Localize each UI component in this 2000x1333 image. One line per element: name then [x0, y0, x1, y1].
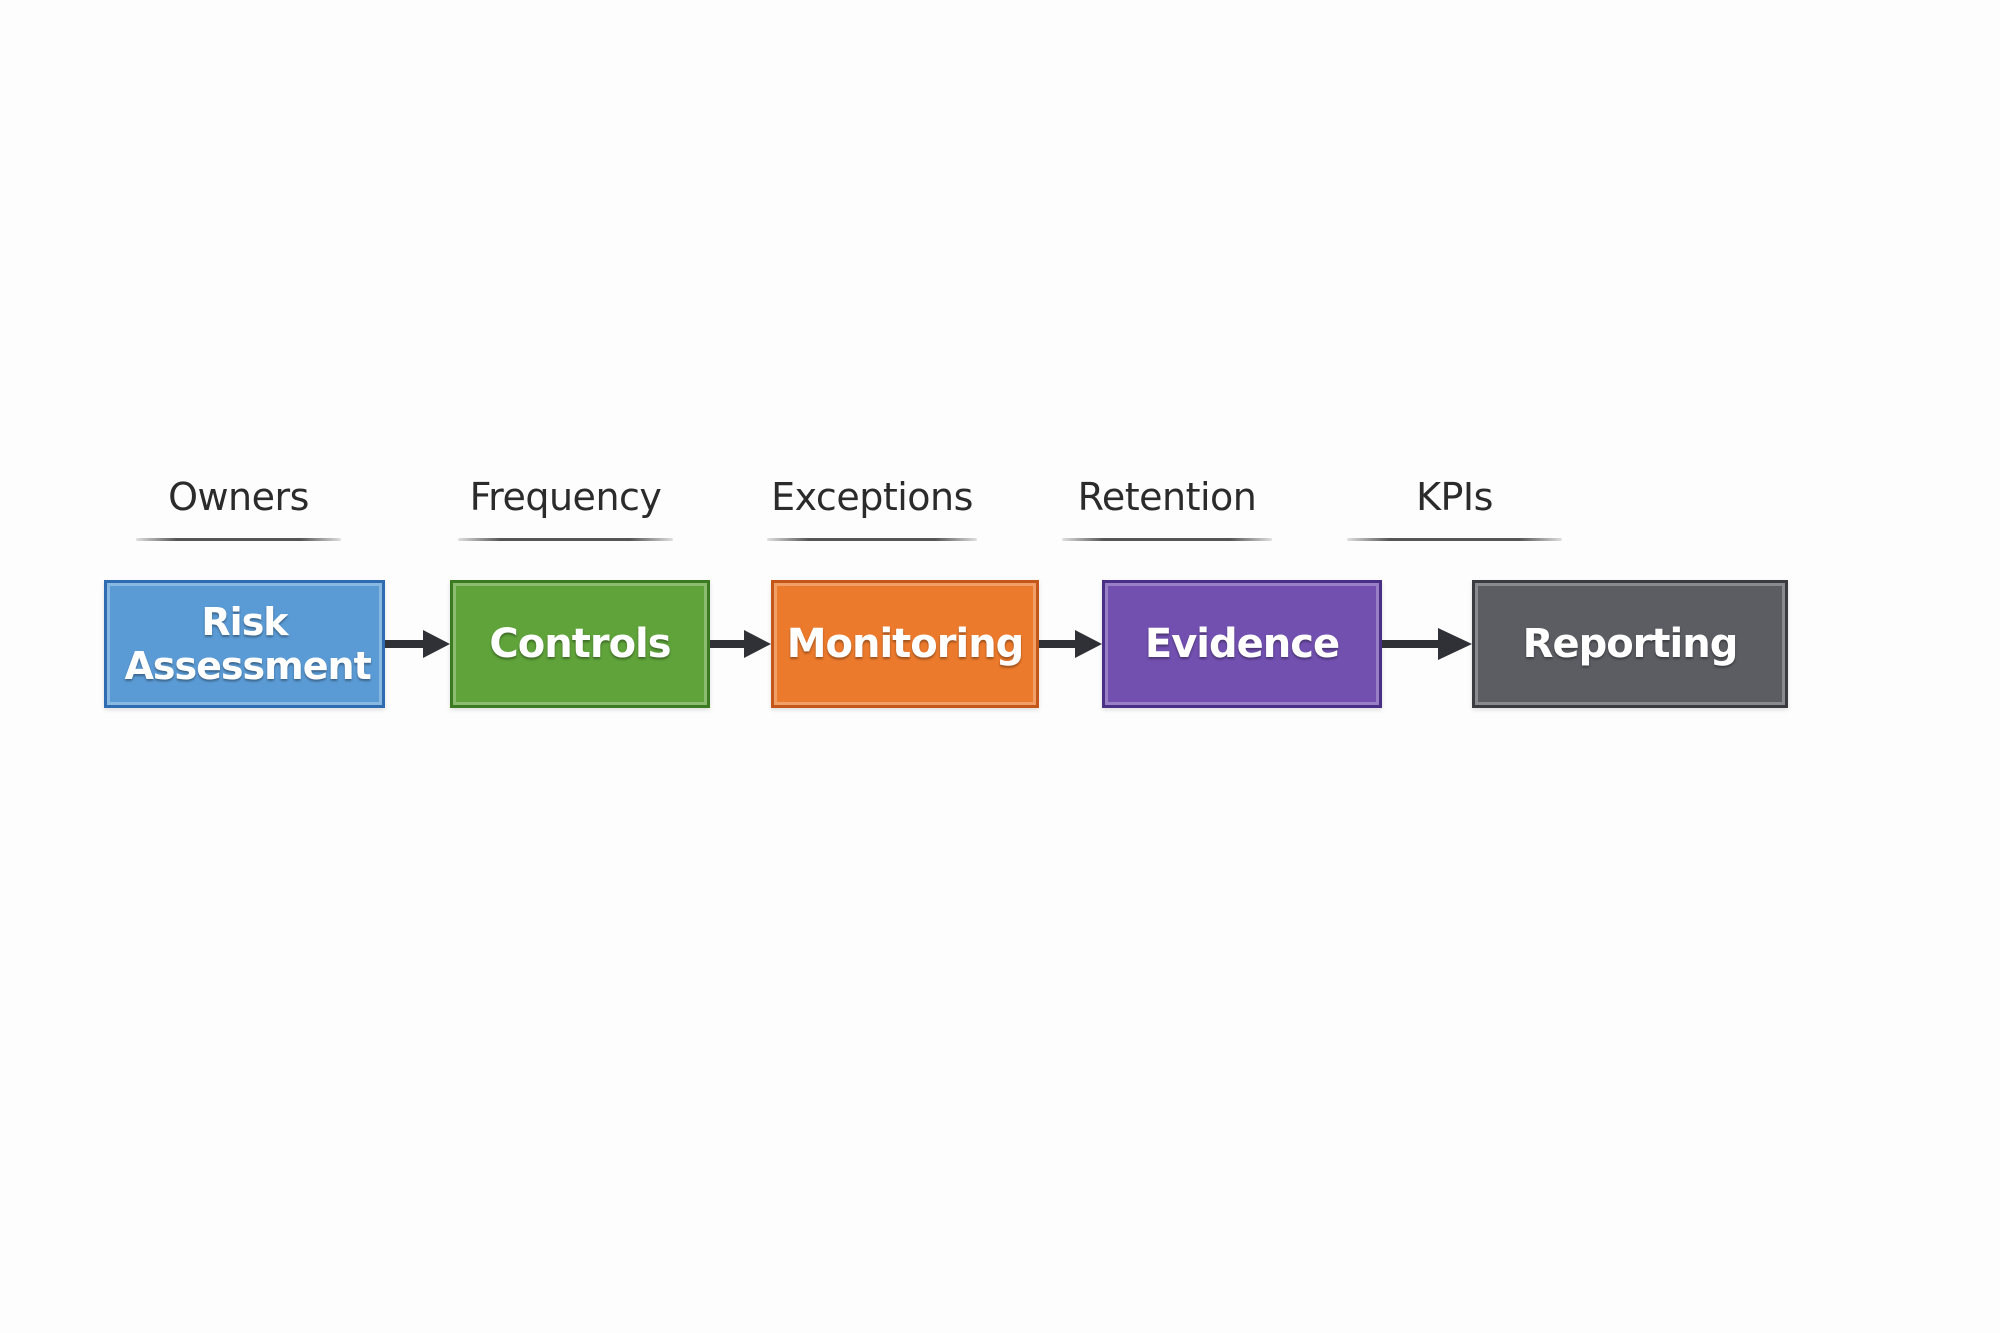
- step-risk-assessment: Risk Assessment: [104, 580, 385, 708]
- step-label: Controls: [489, 621, 671, 667]
- step-reporting: Reporting: [1472, 580, 1788, 708]
- annotation-exceptions: Exceptions: [767, 472, 977, 542]
- annotation-kpis: KPIs: [1347, 472, 1562, 542]
- annotation-label: Owners: [168, 475, 309, 519]
- annotation-label: Frequency: [469, 475, 662, 519]
- step-controls: Controls: [450, 580, 710, 708]
- step-label: Monitoring: [786, 621, 1025, 667]
- annotation-frequency: Frequency: [458, 472, 673, 542]
- annotation-underline: [458, 538, 673, 541]
- annotation-owners: Owners: [136, 472, 341, 542]
- arrow-right-icon: [385, 628, 450, 660]
- annotation-underline: [767, 538, 977, 541]
- step-label: Evidence: [1144, 621, 1340, 667]
- annotation-label: Exceptions: [771, 475, 973, 519]
- annotation-retention: Retention: [1062, 472, 1272, 542]
- annotation-underline: [136, 538, 341, 541]
- arrow-right-icon: [1382, 628, 1472, 660]
- arrow-right-icon: [1039, 628, 1102, 660]
- arrow-right-icon: [710, 628, 771, 660]
- step-monitoring: Monitoring: [771, 580, 1039, 708]
- annotation-underline: [1347, 538, 1562, 541]
- step-label: Risk Assessment: [124, 600, 372, 688]
- step-evidence: Evidence: [1102, 580, 1382, 708]
- step-label: Reporting: [1522, 621, 1739, 667]
- annotation-underline: [1062, 538, 1272, 541]
- annotation-label: KPIs: [1416, 475, 1493, 519]
- annotation-label: Retention: [1077, 475, 1257, 519]
